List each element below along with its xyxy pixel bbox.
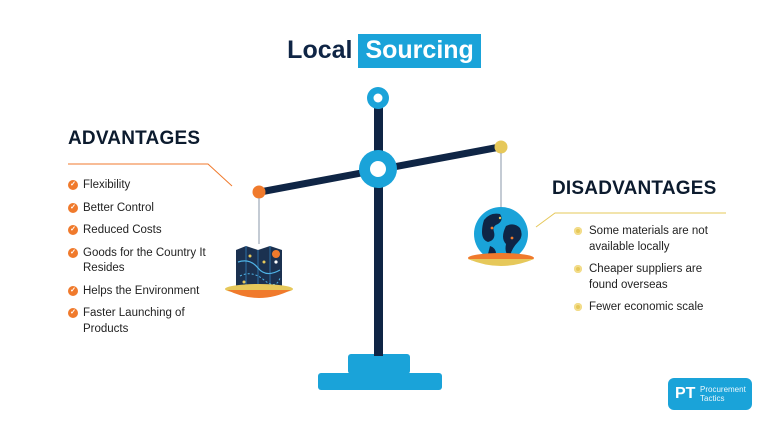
procurement-tactics-logo[interactable]: PT Procurement Tactics xyxy=(668,378,752,410)
advantages-list: Flexibility Better Control Reduced Costs… xyxy=(68,178,218,344)
advantages-connector xyxy=(68,163,233,187)
disadvantage-item: Cheaper suppliers are found overseas xyxy=(574,262,734,293)
advantage-item: Goods for the Country It Resides xyxy=(68,246,218,277)
disadvantage-item: Some materials are not available locally xyxy=(574,224,734,255)
disadvantages-heading: DISADVANTAGES xyxy=(552,178,717,199)
advantage-item: Flexibility xyxy=(68,178,218,194)
logo-line-1: Procurement xyxy=(700,384,746,394)
advantage-item: Faster Launching of Products xyxy=(68,306,218,337)
title-part-1: Local xyxy=(287,36,353,64)
disadvantages-list: Some materials are not available locally… xyxy=(574,224,734,323)
scale-base-bottom xyxy=(318,373,442,390)
scale-base-top xyxy=(348,354,410,374)
logo-text: Procurement Tactics xyxy=(700,385,746,404)
title-part-2-highlight: Sourcing xyxy=(358,34,481,68)
advantage-item: Better Control xyxy=(68,201,218,217)
disadvantages-connector xyxy=(535,212,726,228)
scale-pillar xyxy=(374,106,383,356)
logo-line-2: Tactics xyxy=(700,394,725,403)
beam-end-left xyxy=(252,185,266,199)
map-icon xyxy=(236,246,282,290)
advantages-heading: ADVANTAGES xyxy=(68,128,201,149)
logo-mark: PT xyxy=(675,385,696,402)
disadvantage-item: Fewer economic scale xyxy=(574,300,734,316)
advantage-item: Helps the Environment xyxy=(68,284,218,300)
globe-icon xyxy=(474,207,528,261)
advantage-item: Reduced Costs xyxy=(68,223,218,239)
beam-end-right xyxy=(494,140,508,154)
